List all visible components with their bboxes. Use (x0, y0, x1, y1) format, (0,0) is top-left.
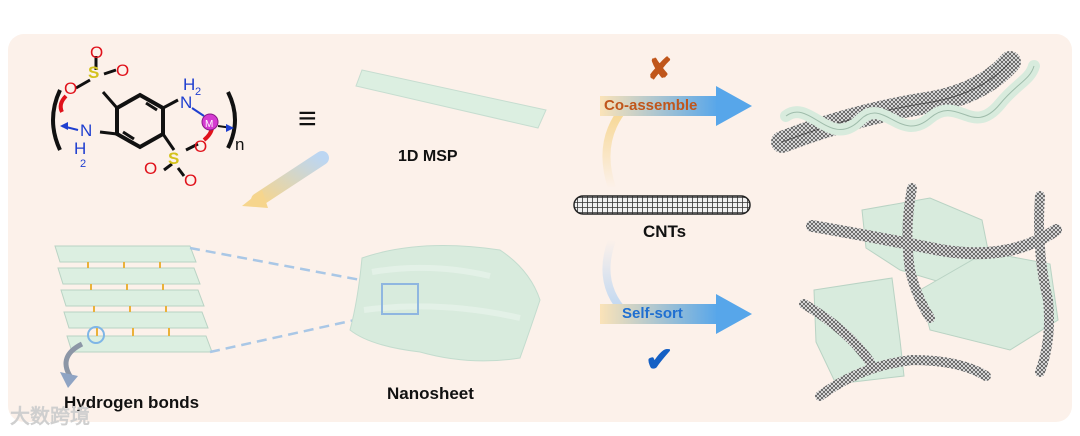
metal-atom (201, 113, 219, 131)
atom-h-subscript: 2 (195, 86, 202, 98)
co-assemble-curve (602, 103, 630, 190)
atom-h: H (74, 139, 87, 158)
atom-o: O (64, 79, 78, 98)
label-1d-msp: 1D MSP (398, 148, 458, 165)
atom-o: O (144, 159, 158, 178)
label-nanosheet: Nanosheet (387, 384, 474, 403)
cnt-tube (573, 195, 751, 215)
chemical-structure (51, 56, 237, 177)
hbond-curved-arrow (63, 341, 84, 378)
atom-s: S (88, 63, 100, 82)
atom-n: N (80, 121, 93, 140)
stacked-ribbons (54, 245, 213, 388)
hbond-highlight-circle (87, 326, 105, 344)
right-bracket (226, 91, 237, 149)
left-bracket (51, 89, 62, 151)
equivalence-symbol: ≡ (298, 100, 317, 136)
msp-ribbon (355, 69, 547, 129)
atom-n: N (180, 93, 193, 112)
metal-label: M (205, 119, 214, 130)
nanosheet (349, 245, 541, 362)
repeat-unit-n: n (235, 135, 245, 154)
atom-o: O (194, 137, 208, 156)
label-cnts: CNTs (643, 222, 687, 241)
check-icon: ✔ (645, 341, 674, 379)
msp-to-sheet-arrow (242, 151, 329, 208)
atom-h: H (183, 75, 196, 94)
atom-h-subscript: 2 (80, 158, 87, 170)
atom-s: S (168, 149, 180, 168)
cross-icon: ✘ (647, 53, 673, 86)
atom-o: O (90, 43, 104, 62)
co-assemble-arrow (600, 86, 752, 126)
zoom-lines (189, 246, 383, 354)
label-self-sort: Self-sort (622, 305, 683, 322)
self-sort-arrow (600, 294, 752, 334)
atom-o: O (116, 61, 130, 80)
label-co-assemble: Co-assemble (604, 97, 698, 114)
self-sorted-network (799, 183, 1062, 401)
benzene-ring (115, 92, 165, 150)
self-sort-curve (602, 238, 629, 317)
nanosheet-zoom-box (381, 283, 419, 315)
watermark: 大数跨境 (10, 406, 90, 428)
atom-o: O (184, 171, 198, 190)
helix-composite (771, 51, 1040, 153)
label-hydrogen-bonds: Hydrogen bonds (64, 393, 200, 412)
